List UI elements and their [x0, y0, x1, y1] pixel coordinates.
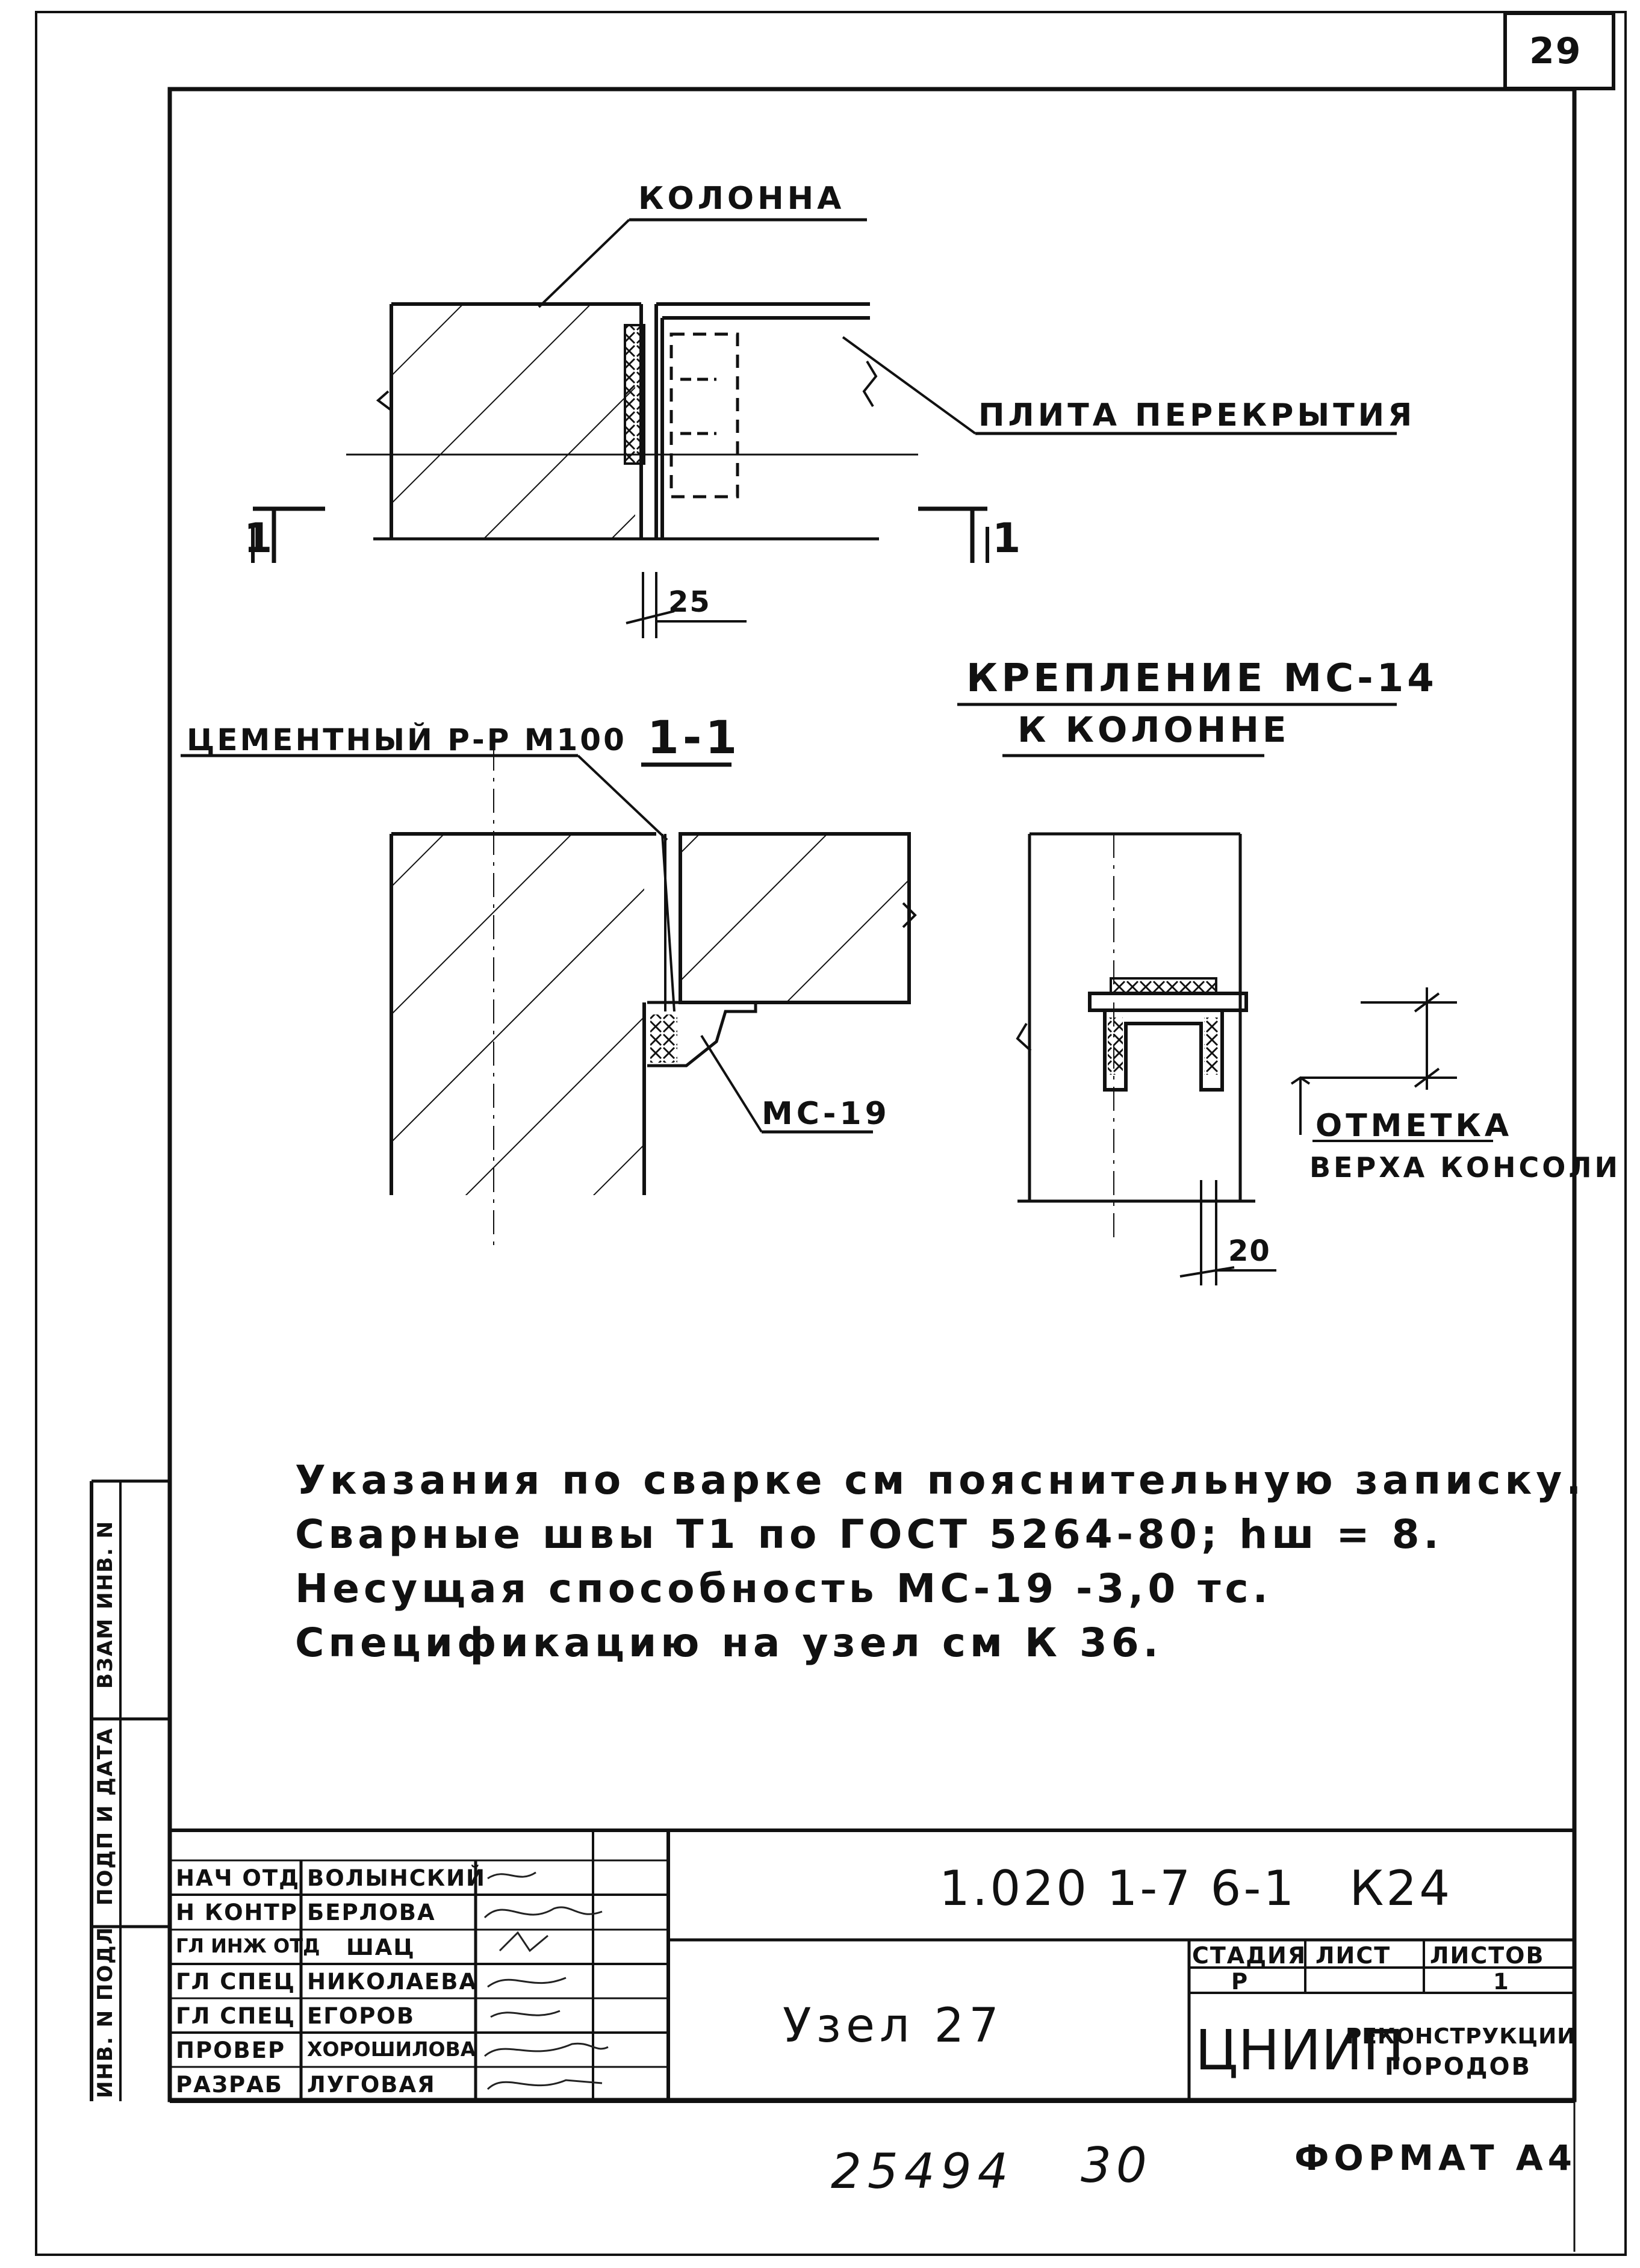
side-strip-vzam-inv: ВЗАМ ИНВ. N — [93, 1520, 117, 1689]
org-name-line-2: ГОРОДОВ — [1385, 2053, 1532, 2081]
plan-view — [251, 218, 1397, 638]
tb-role: ГЛ СПЕЦ — [176, 2003, 296, 2029]
org-name-line-1: РЕКОНСТРУКЦИИ — [1346, 2024, 1576, 2049]
sheets-header: ЛИСТОВ — [1430, 1942, 1545, 1969]
label-mark-top-1: ОТМЕТКА — [1315, 1108, 1513, 1144]
signatures — [483, 1871, 609, 2090]
side-strip-podp-data: ПОДП И ДАТА — [93, 1727, 117, 1906]
sheet-number: 29 — [1529, 30, 1582, 72]
note-line: Несущая способность МС-19 -3,0 тс. — [295, 1565, 1272, 1612]
label-slab: ПЛИТА ПЕРЕКРЫТИЯ — [978, 397, 1416, 433]
title-block — [170, 1828, 1574, 2103]
label-column: КОЛОННА — [638, 181, 845, 217]
section-1-1 — [181, 747, 917, 1252]
footer-number: 30 — [1081, 2137, 1152, 2193]
sheets-value: 1 — [1493, 1969, 1510, 1995]
paper-format: ФОРМАТ А4 — [1294, 2137, 1577, 2178]
tb-role: ПРОВЕР — [176, 2037, 286, 2063]
tb-name: ВОЛЫНСКИЙ — [307, 1865, 486, 1891]
stage-header: СТАДИЯ — [1192, 1942, 1307, 1969]
side-strip-inv-podl: ИНВ. N ПОДЛ — [93, 1926, 117, 2098]
tb-name: ЛУГОВАЯ — [307, 2072, 436, 2098]
tb-role: РАЗРАБ — [176, 2072, 283, 2098]
sheet-header: ЛИСТ — [1315, 1942, 1391, 1969]
org-logo: ЦНИИП — [1195, 2018, 1405, 2083]
drawing-title: Узел 27 — [783, 1999, 1004, 2053]
section-mark-left: 1 — [244, 515, 276, 562]
tb-name: ШАЦ — [346, 1934, 415, 1960]
tb-name: НИКОЛАЕВА — [307, 1969, 478, 1995]
inventory-number: 25494 — [831, 2143, 1014, 2199]
fastening-title-line-1: КРЕПЛЕНИЕ МС-14 — [966, 656, 1438, 701]
section-mark-right: 1 — [992, 515, 1025, 562]
tb-role: Н КОНТР — [176, 1900, 298, 1925]
tb-role: ГЛ СПЕЦ — [176, 1969, 296, 1995]
label-mc19: МС-19 — [762, 1096, 890, 1132]
tb-name: ЕГОРОВ — [307, 2003, 415, 2029]
section-title: 1-1 — [647, 710, 741, 764]
tb-name: ХОРОШИЛОВА — [307, 2037, 476, 2061]
tb-name: БЕРЛОВА — [307, 1900, 436, 1925]
tb-role: ГЛ ИНЖ ОТД — [176, 1934, 320, 1957]
drawing-code: 1.020 1-7 6-1 К24 — [939, 1860, 1453, 1916]
stage-value: Р — [1231, 1969, 1249, 1995]
note-line: Указания по сварке см пояснительную запи… — [295, 1457, 1586, 1503]
label-mark-top-2: ВЕРХА КОНСОЛИ — [1309, 1151, 1621, 1184]
note-line: Сварные швы Т1 по ГОСТ 5264-80; hш = 8. — [295, 1511, 1443, 1558]
note-line: Спецификацию на узел см К 36. — [295, 1620, 1163, 1666]
dimension-25: 25 — [668, 585, 711, 619]
label-mortar: ЦЕМЕНТНЫЙ Р-Р М100 — [187, 722, 627, 757]
fastening-detail — [957, 703, 1493, 1285]
dimension-20: 20 — [1228, 1234, 1271, 1268]
fastening-title-line-2: К КОЛОННЕ — [1017, 709, 1290, 750]
tb-role: НАЧ ОТД — [176, 1865, 300, 1891]
